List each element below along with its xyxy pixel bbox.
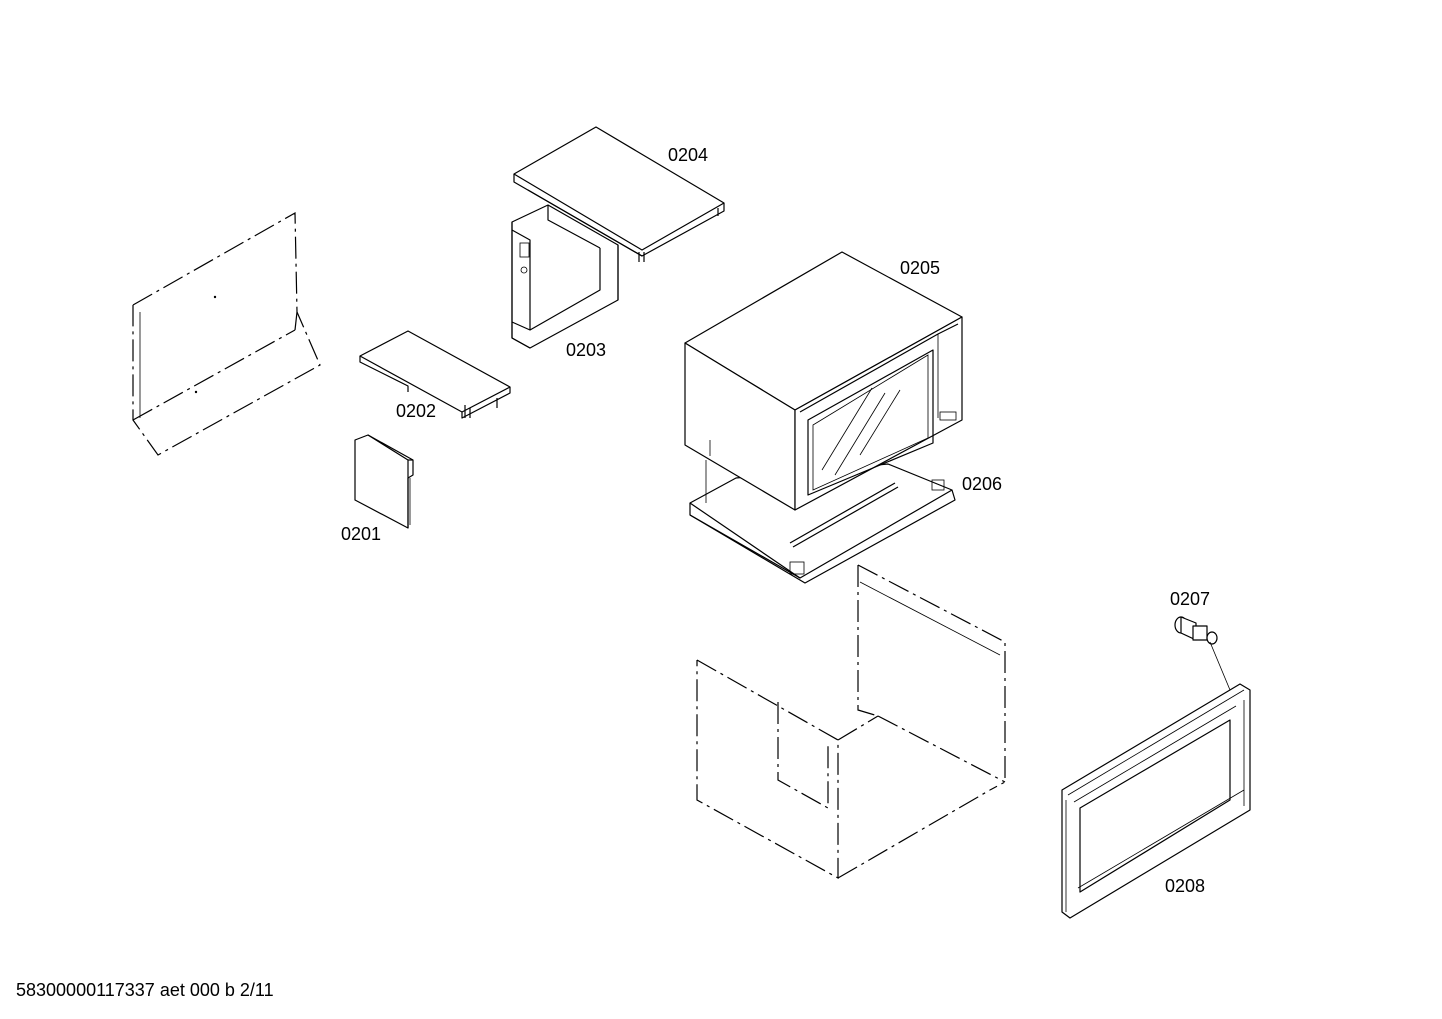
drawing-reference-number: 58300000117337 aet 000 b 2/11 <box>16 980 274 1000</box>
part-0201-bracket <box>354 434 414 529</box>
part-0205-microwave-unit <box>684 251 963 511</box>
label-0201: 0201 <box>341 524 381 544</box>
label-0203: 0203 <box>566 340 606 360</box>
label-0205: 0205 <box>900 258 940 278</box>
label-0202: 0202 <box>396 401 436 421</box>
part-0204-top-cover <box>513 126 725 262</box>
part-0202-cover-plate <box>359 330 511 419</box>
part-0206-base-tray <box>689 460 956 584</box>
label-0207: 0207 <box>1170 589 1210 609</box>
label-0204: 0204 <box>668 145 708 165</box>
back-panel-part <box>132 211 321 456</box>
part-0203-duct <box>511 204 619 349</box>
label-0208: 0208 <box>1165 876 1205 896</box>
cabinet-housing-part <box>696 564 1006 880</box>
part-0208-front-frame <box>1061 683 1251 919</box>
label-0206: 0206 <box>962 474 1002 494</box>
part-0207-knob <box>1174 616 1231 691</box>
